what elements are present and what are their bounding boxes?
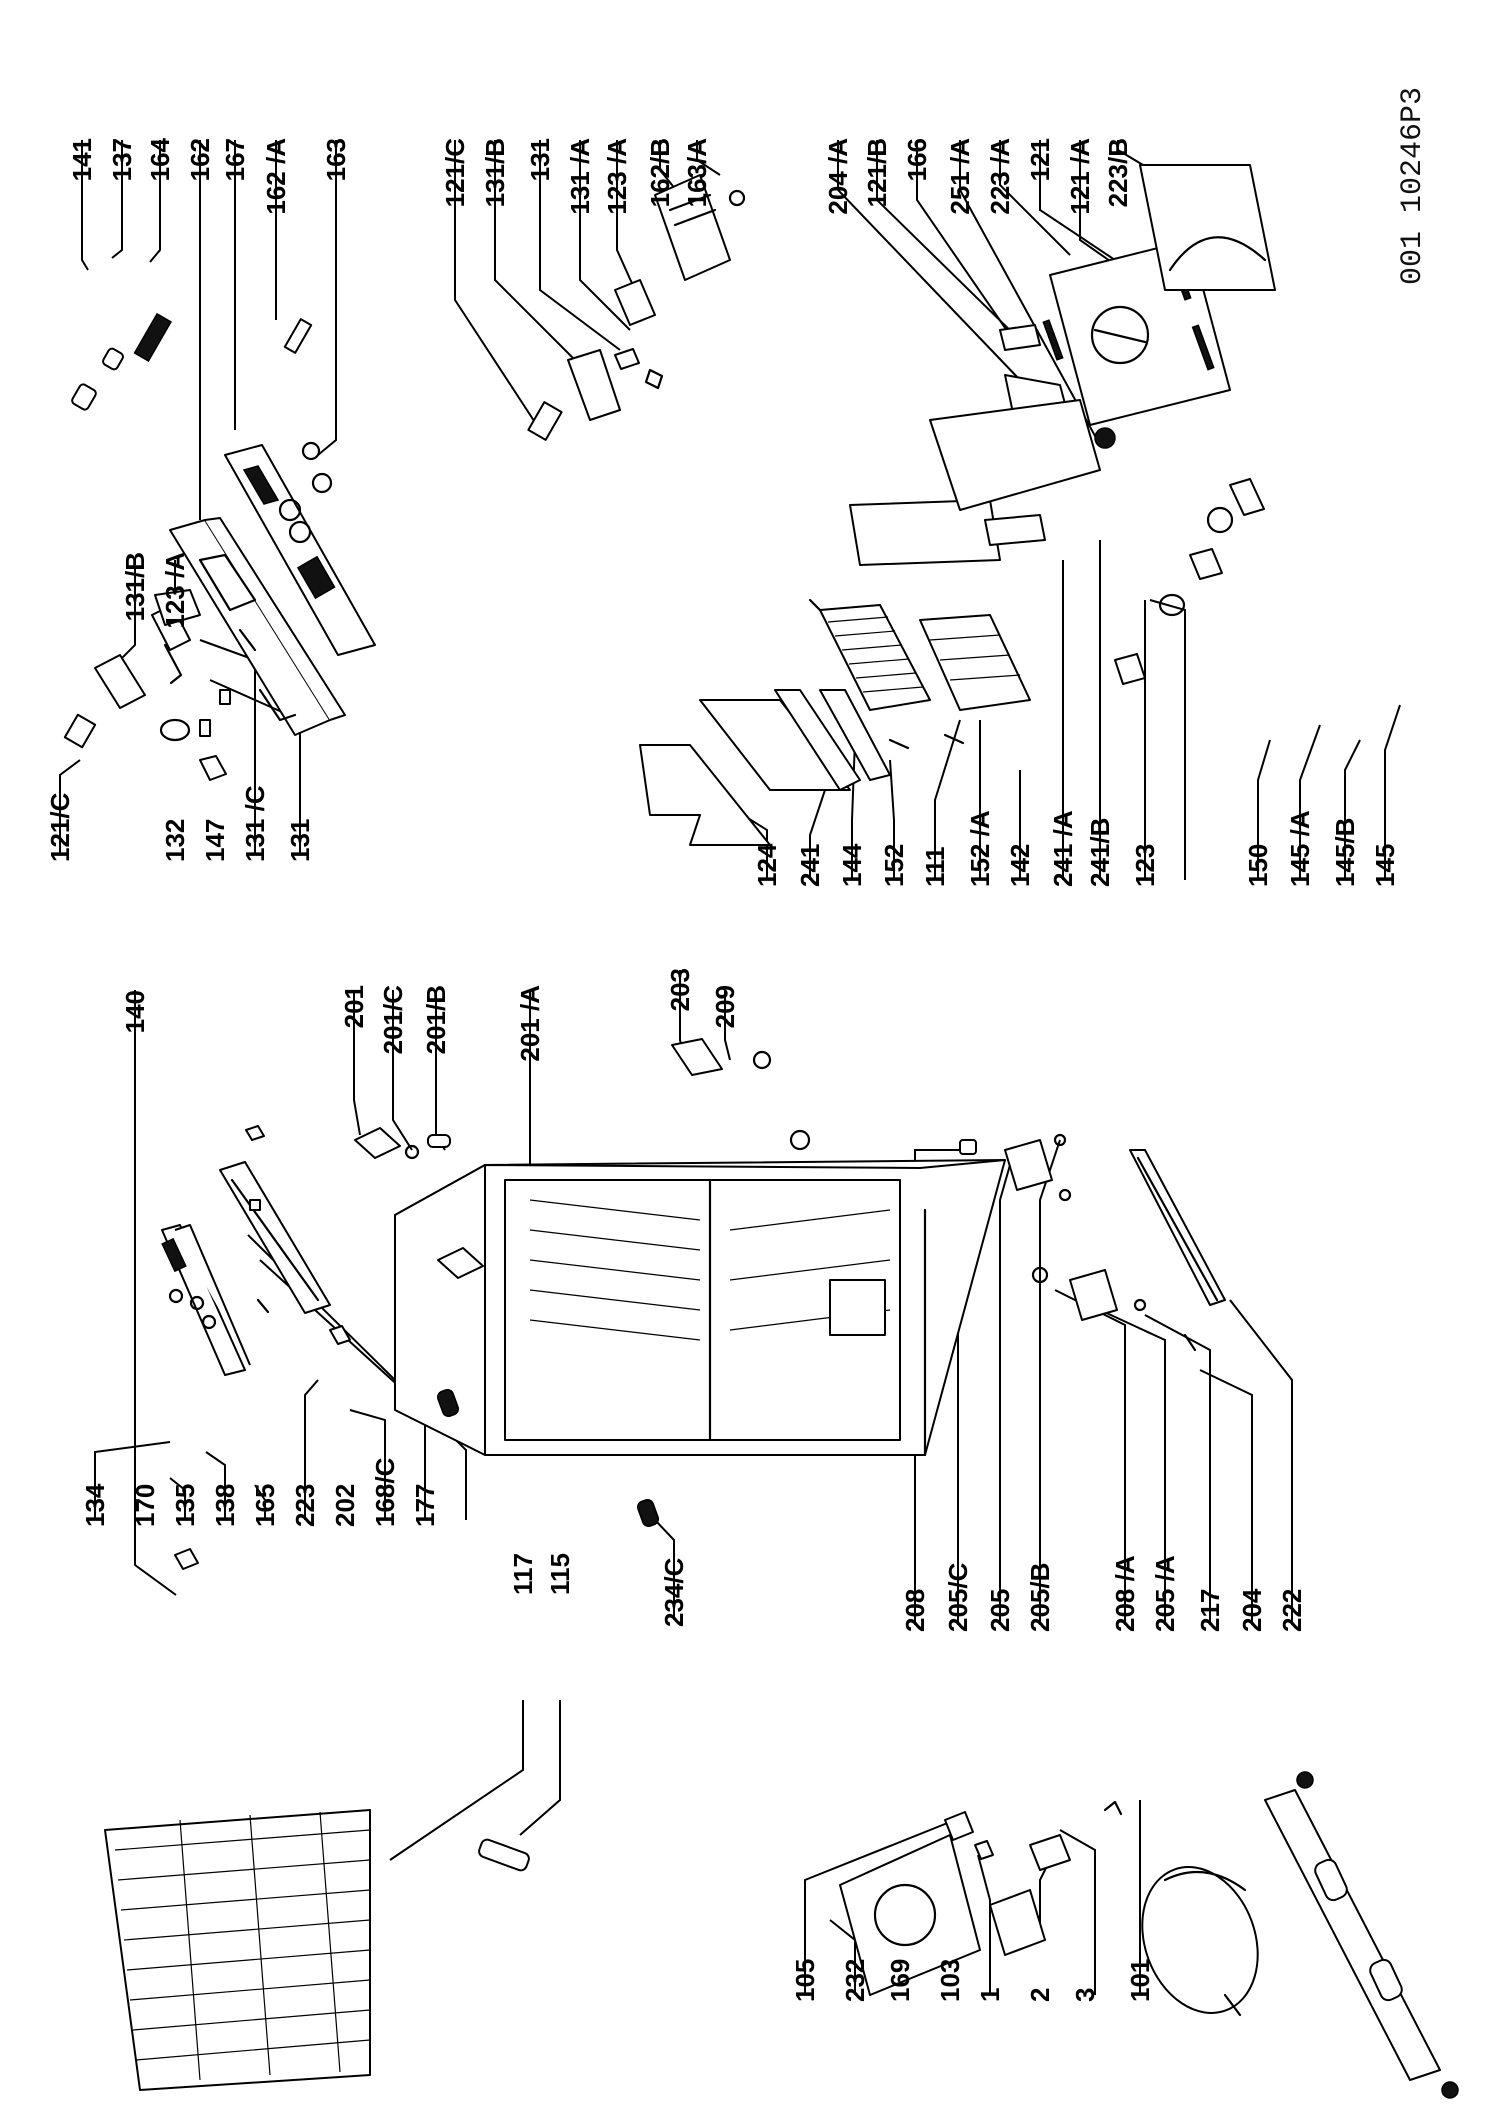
part-label-201c: 201/C [378, 985, 408, 1055]
part-label-165: 165 [250, 1484, 280, 1527]
part-label-117: 117 [508, 1553, 538, 1595]
part-label-121b: 121/B [862, 138, 892, 207]
part-label-131b_a: 131/B [480, 138, 510, 207]
part-label-131c: 131 /C [240, 785, 270, 862]
part-label-204a_top: 204 /A [823, 138, 853, 215]
part-label-201b: 201/B [421, 985, 451, 1054]
part-label-131_a: 131 [525, 138, 555, 181]
part-label-124: 124 [752, 843, 782, 887]
part-label-234c: 234/C [659, 1557, 689, 1627]
part-label-134: 134 [80, 1483, 110, 1527]
fan-cover-panel-167 [224, 444, 376, 656]
part-label-115: 115 [545, 1553, 575, 1595]
small-parts-top-middle [527, 174, 746, 441]
part-label-132: 132 [160, 819, 190, 862]
part-label-162b: 162/B [645, 138, 675, 207]
condenser-coil-117 [104, 1809, 530, 2091]
part-label-251a: 251 /A [945, 138, 975, 215]
part-label-140: 140 [120, 990, 150, 1033]
part-label-223a: 223 /A [985, 138, 1015, 215]
part-label-167: 167 [220, 138, 250, 181]
part-label-121: 121 [1025, 138, 1055, 181]
part-label-169: 169 [885, 1959, 915, 2002]
part-label-1: 1 [975, 1988, 1005, 2002]
part-label-142: 142 [1005, 844, 1035, 887]
part-label-201a: 201 /A [515, 985, 545, 1062]
part-label-103: 103 [935, 1959, 965, 2002]
part-label-164: 164 [145, 137, 175, 181]
reference-code: 001 10246P3 [1396, 87, 1430, 285]
hinges-hardware [354, 1038, 1226, 1352]
part-label-101: 101 [1125, 1959, 1155, 2002]
part-label-209: 209 [710, 985, 740, 1028]
parts [63, 164, 1459, 2099]
part-label-121a: 121 /A [1065, 138, 1095, 215]
heat-exchanger-111 [808, 598, 1031, 750]
part-label-208a: 208 /A [1110, 1555, 1140, 1632]
part-label-2: 2 [1025, 1988, 1055, 2002]
part-label-204: 204 [1237, 1588, 1267, 1632]
part-label-217: 217 [1195, 1589, 1225, 1632]
part-label-177: 177 [410, 1484, 440, 1527]
small-parts-top-left [63, 312, 333, 781]
part-label-205: 205 [985, 1589, 1015, 1632]
thermostat-parts [1114, 478, 1265, 685]
part-label-166: 166 [902, 138, 932, 181]
part-label-205a: 205 /A [1150, 1555, 1180, 1632]
part-label-163: 163 [321, 138, 351, 181]
part-label-3: 3 [1070, 1988, 1100, 2002]
part-label-202: 202 [330, 1484, 360, 1527]
part-label-150: 150 [1243, 844, 1273, 887]
part-label-201: 201 [339, 985, 369, 1028]
part-label-222: 222 [1277, 1589, 1307, 1632]
lamp-strip-parts [161, 1125, 660, 1570]
part-label-162a: 162 /A [261, 138, 291, 215]
compressor-parts [839, 1771, 1459, 2099]
part-label-163a: 163/A [682, 138, 712, 208]
part-label-241: 241 [795, 844, 825, 887]
part-label-170: 170 [130, 1484, 160, 1527]
part-label-137: 137 [107, 138, 137, 181]
part-label-205c: 205/C [943, 1562, 973, 1632]
part-label-138: 138 [210, 1484, 240, 1527]
part-label-162: 162 [185, 138, 215, 181]
part-label-123a_a: 123 /A [602, 138, 632, 215]
fan-module-121 [999, 164, 1276, 471]
part-label-232: 232 [840, 1959, 870, 2002]
part-label-141: 141 [67, 138, 97, 181]
part-label-145a: 145 /A [1285, 810, 1315, 887]
part-label-105: 105 [790, 1959, 820, 2002]
part-label-123a_top: 123 /A [160, 552, 190, 629]
part-label-241b: 241/B [1085, 818, 1115, 887]
part-label-152a: 152 /A [965, 810, 995, 887]
part-label-223: 223 [290, 1484, 320, 1527]
part-label-123: 123 [1130, 844, 1160, 887]
part-label-145: 145 [1370, 844, 1400, 887]
part-label-111: 111 [920, 846, 950, 887]
part-label-223b: 223/B [1103, 138, 1133, 207]
refrigerator-cabinet [394, 1159, 1006, 1457]
part-label-131a: 131 /A [565, 138, 595, 215]
part-label-135: 135 [170, 1484, 200, 1527]
control-housing-162 [169, 517, 346, 736]
part-label-145b: 145/B [1330, 818, 1360, 887]
part-label-203: 203 [665, 968, 695, 1011]
part-label-131b_top: 131/B [120, 552, 150, 621]
part-label-241a: 241 /A [1048, 810, 1078, 887]
part-label-208: 208 [900, 1589, 930, 1632]
part-label-147: 147 [200, 819, 230, 862]
leader-lines [59, 140, 1401, 1995]
part-label-121c_b: 121/C [45, 792, 75, 862]
part-label-121c_a: 121/C [440, 138, 470, 208]
part-label-131_b: 131 [285, 819, 315, 862]
evaporator-plates [639, 399, 1101, 846]
part-label-144: 144 [837, 843, 867, 887]
part-label-152: 152 [879, 844, 909, 887]
part-label-168c: 168/C [370, 1457, 400, 1527]
part-label-205b: 205/B [1025, 1563, 1055, 1632]
